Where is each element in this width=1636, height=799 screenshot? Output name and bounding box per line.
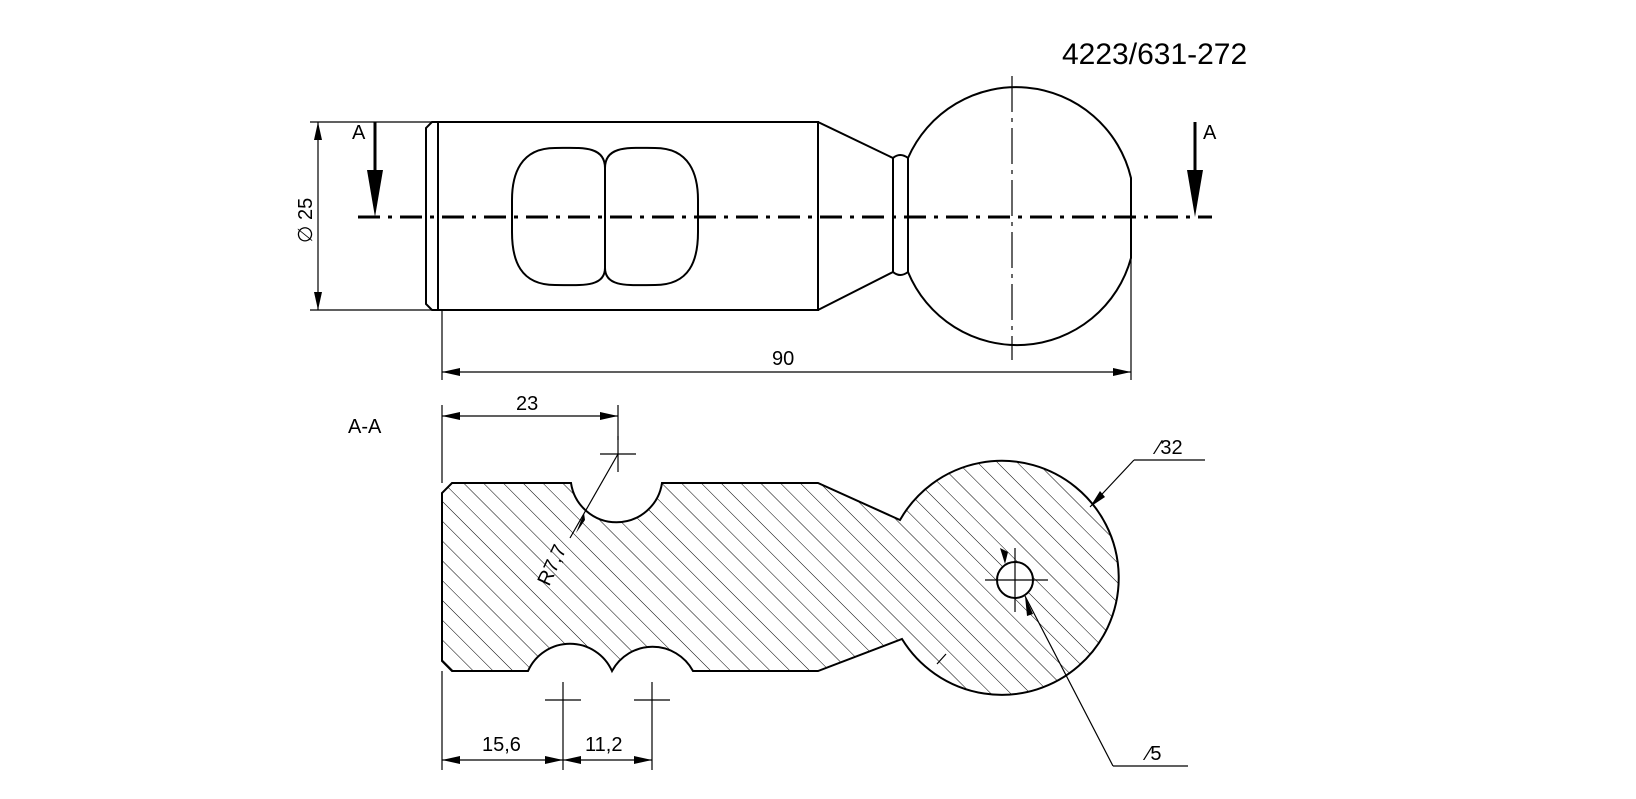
section-body <box>441 459 1120 696</box>
dim-groove-positions: 15,6 11,2 <box>441 671 653 770</box>
section-arrow-left: A <box>352 122 383 217</box>
dim-overall-length: 90 <box>441 258 1132 380</box>
section-arrow-right: A <box>1187 122 1217 217</box>
top-view: A A ∅ 25 90 <box>295 76 1217 380</box>
dim-hole-diameter-text: ∕5 <box>1142 743 1161 765</box>
dim-shank-diameter-text: ∅ 25 <box>295 198 317 243</box>
section-title: A-A <box>348 416 382 438</box>
svg-text:A: A <box>352 122 366 144</box>
part-number: 4223/631-272 <box>1062 38 1247 71</box>
dim-hole-diameter: ∕5 <box>1000 548 1188 767</box>
dim-shank-diameter: ∅ 25 <box>295 121 442 311</box>
dim-groove-offset: 23 <box>441 393 619 483</box>
groove-top-1 <box>511 146 606 287</box>
dim-ball-diameter-text: ∕32 <box>1152 437 1183 459</box>
svg-text:A: A <box>1203 122 1217 144</box>
section-view: A-A 23 R7,7 <box>348 393 1205 770</box>
dim-groove-pitch-text: 11,2 <box>585 734 622 756</box>
dim-ball-diameter: ∕32 <box>936 437 1205 665</box>
dim-groove-pos-1-text: 15,6 <box>482 734 521 756</box>
dim-groove-offset-text: 23 <box>516 393 538 415</box>
dim-overall-length-text: 90 <box>772 348 794 370</box>
neck-outline <box>817 121 894 311</box>
